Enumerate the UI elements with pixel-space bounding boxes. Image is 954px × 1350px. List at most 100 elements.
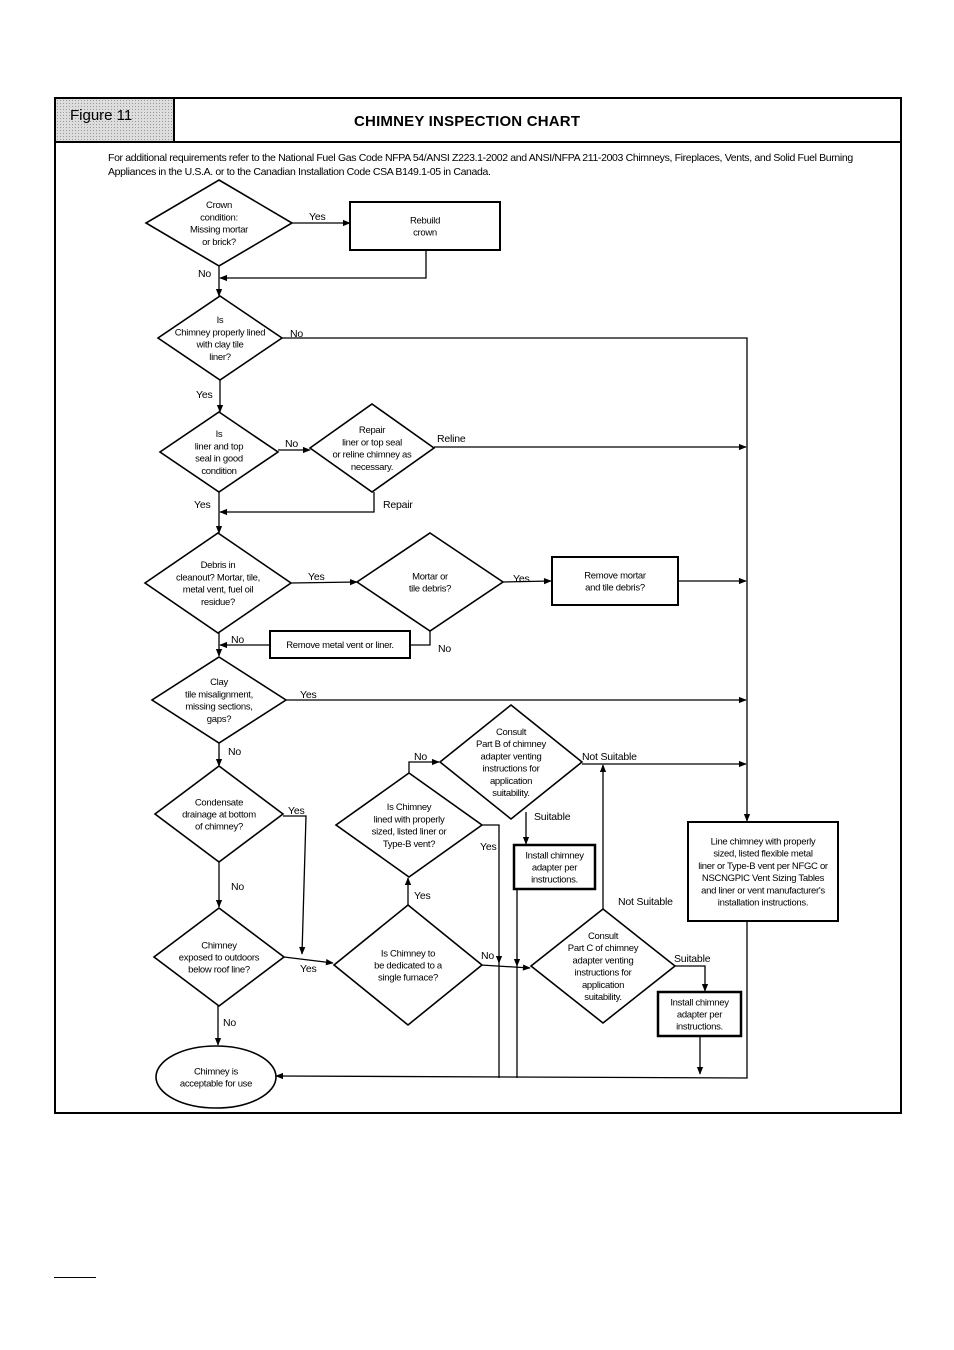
flow-connector bbox=[219, 250, 427, 282]
node-text-line: instructions for bbox=[575, 968, 632, 979]
node-text-line: seal in good bbox=[195, 454, 243, 465]
flow-connector bbox=[675, 965, 709, 992]
node-text-line: tile debris? bbox=[409, 584, 451, 595]
edge-label-exposed-no: No bbox=[223, 1017, 236, 1029]
node-text-line: of chimney? bbox=[195, 822, 243, 833]
node-text-line: liner or top seal bbox=[342, 437, 402, 448]
node-text-line: Is bbox=[217, 315, 224, 326]
process-box bbox=[349, 201, 501, 251]
flow-connector bbox=[410, 631, 431, 646]
node-text-line: drainage at bottom bbox=[182, 810, 256, 821]
node-text-line: residue? bbox=[201, 597, 235, 608]
figure-header: Figure 11 CHIMNEY INSPECTION CHART bbox=[56, 99, 900, 143]
decision-diamond bbox=[153, 765, 285, 863]
edge-label-dedicated-no: No bbox=[481, 950, 494, 962]
node-text-line: adapter venting bbox=[481, 751, 542, 762]
flow-connector bbox=[502, 578, 552, 585]
flow-connector bbox=[282, 337, 751, 822]
decision-diamond bbox=[355, 532, 505, 632]
node-text-line: exposed to outdoors bbox=[179, 953, 260, 964]
node-text-line: sized, listed liner or bbox=[372, 827, 447, 838]
node-text-line: sized, listed flexible metal bbox=[713, 849, 813, 860]
node-remove-metal: Remove metal vent or liner. bbox=[269, 630, 411, 659]
flow-connector bbox=[283, 815, 307, 955]
decision-diamond bbox=[152, 906, 286, 1008]
node-text-line: NSCNGPIC Vent Sizing Tables bbox=[702, 873, 825, 884]
flow-connector bbox=[290, 578, 358, 586]
node-text-line: with clay tile bbox=[195, 340, 243, 351]
node-text-line: Rebuild bbox=[410, 215, 440, 226]
node-text-line: Part B of chimney bbox=[476, 739, 546, 750]
node-text-line: suitability. bbox=[492, 788, 529, 799]
node-text-line: adapter per bbox=[532, 863, 577, 874]
node-text-line: Line chimney with properly bbox=[711, 837, 816, 848]
edge-label-lined-clay-yes: Yes bbox=[196, 389, 213, 401]
figure-frame: Figure 11 CHIMNEY INSPECTION CHART For a… bbox=[54, 97, 902, 1114]
node-text-line: adapter venting bbox=[573, 955, 634, 966]
node-text-line: condition: bbox=[200, 212, 238, 223]
node-text-line: metal vent, fuel oil bbox=[183, 585, 254, 596]
node-text-line: Consult bbox=[496, 727, 527, 738]
node-text-line: application bbox=[582, 980, 624, 991]
flow-connector bbox=[480, 964, 531, 971]
node-text-line: cleanout? Mortar, tile, bbox=[176, 572, 260, 583]
node-text-line: Is Chimney to bbox=[381, 948, 435, 959]
node-text-line: missing sections, bbox=[185, 702, 252, 713]
node-mortar-debris: Mortar or tile debris? bbox=[355, 532, 505, 632]
decision-diamond bbox=[144, 179, 294, 267]
decision-diamond bbox=[438, 703, 584, 821]
node-text-line: Condensate bbox=[195, 797, 243, 808]
node-text-line: instructions. bbox=[531, 875, 578, 886]
decision-diamond bbox=[158, 411, 280, 493]
edge-label-liner-seal-yes: Yes bbox=[194, 499, 211, 511]
edge-label-lined-listed-no: No bbox=[414, 751, 427, 763]
edge-label-dedicated-yes: Yes bbox=[414, 890, 431, 902]
node-text-line: Missing mortar bbox=[190, 225, 248, 236]
edge-label-crown-no: No bbox=[198, 268, 211, 280]
node-text-line: Mortar or bbox=[412, 571, 448, 582]
node-text-line: lined with properly bbox=[374, 814, 445, 825]
node-text-line: and liner or vent manufacturer's bbox=[701, 885, 825, 896]
edge-label-clay-no: No bbox=[228, 746, 241, 758]
chart-title: CHIMNEY INSPECTION CHART bbox=[354, 113, 581, 130]
flow-connector bbox=[219, 492, 375, 516]
edge-label-exposed-yes: Yes bbox=[300, 963, 317, 975]
process-box bbox=[687, 821, 839, 922]
terminal-ellipse bbox=[155, 1045, 277, 1109]
edge-label-lined-listed-yes: Yes bbox=[480, 841, 497, 853]
decision-diamond bbox=[143, 532, 293, 634]
node-text-line: suitability. bbox=[584, 992, 621, 1003]
node-text-line: Chimney bbox=[201, 940, 237, 951]
process-box bbox=[656, 990, 743, 1038]
edge-label-mortar-no: No bbox=[438, 643, 451, 655]
node-text-line: or brick? bbox=[202, 237, 236, 248]
node-text-line: Chimney properly lined bbox=[175, 327, 266, 338]
edge-label-mortar-yes: Yes bbox=[513, 573, 530, 585]
edge-label-repair-repair: Repair bbox=[383, 499, 413, 511]
figure-label-box: Figure 11 bbox=[56, 99, 175, 141]
edge-label-liner-seal-no: No bbox=[285, 438, 298, 450]
process-box bbox=[551, 556, 679, 606]
node-text-line: Debris in bbox=[201, 560, 236, 571]
flow-connector bbox=[482, 824, 503, 964]
edge-label-crown-yes: Yes bbox=[309, 211, 326, 223]
edge-label-part-c-suitable: Suitable bbox=[674, 953, 711, 965]
node-text-line: single furnace? bbox=[378, 973, 438, 984]
node-text-line: application bbox=[490, 776, 532, 787]
edge-label-repair-reline: Reline bbox=[437, 433, 466, 445]
edge-label-debris-no: No bbox=[231, 634, 244, 646]
node-text-line: acceptable for use bbox=[180, 1079, 252, 1090]
flow-connector bbox=[283, 956, 334, 966]
decision-diamond bbox=[529, 907, 677, 1025]
